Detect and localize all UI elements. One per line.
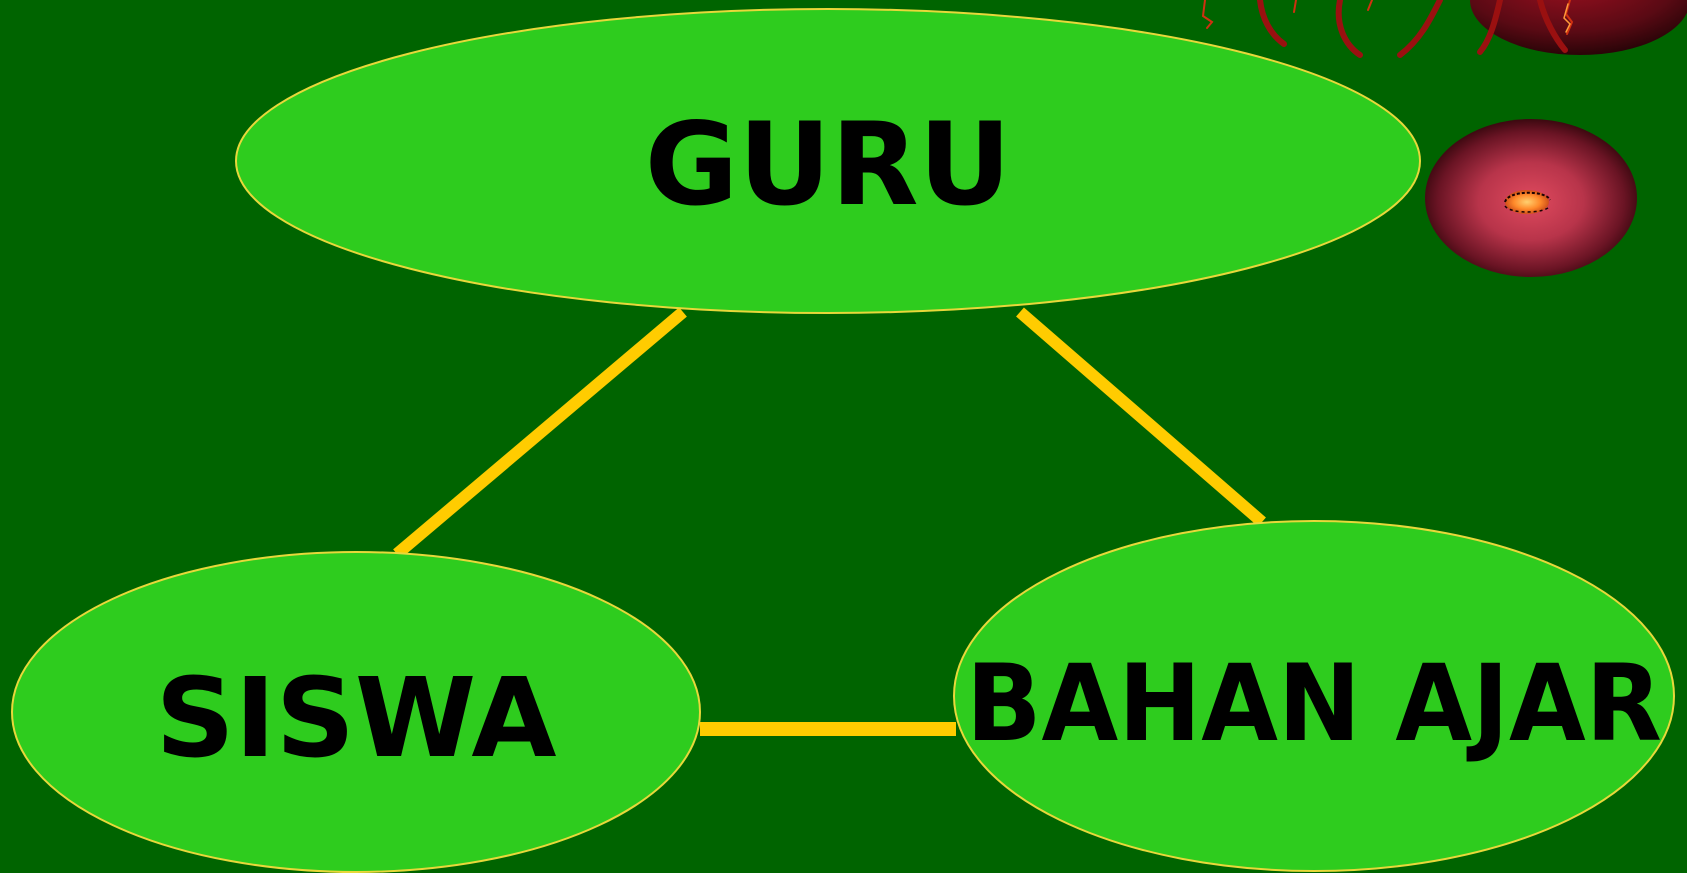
node-siswa-label: SISWA (156, 654, 557, 782)
node-guru-label: GURU (645, 98, 1012, 231)
node-siswa: SISWA (11, 551, 701, 873)
node-bahan-ajar-label: BAHAN AJAR (966, 642, 1662, 765)
glowing-orb-icon (1425, 119, 1637, 277)
node-guru: GURU (235, 8, 1421, 314)
connector-guru-siswa (393, 307, 687, 559)
lantern-ornament-icon (1201, 0, 1687, 58)
node-bahan-ajar: BAHAN AJAR (953, 520, 1675, 872)
connector-guru-bahan-ajar (1016, 307, 1266, 527)
